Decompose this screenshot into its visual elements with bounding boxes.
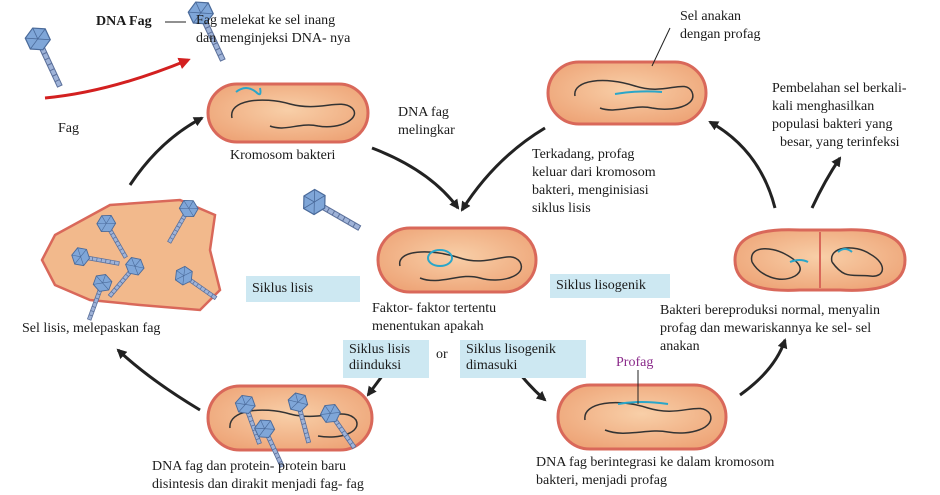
faktor-line1: Faktor- faktor tertentu	[372, 300, 496, 317]
siklus-lisogenik-box: Siklus lisogenik	[550, 274, 670, 298]
pembelahan-line3: populasi bakteri yang	[772, 116, 893, 133]
arrow-cell1-to-center	[372, 148, 458, 208]
siklus-lisogenik-dimasuki-line2: dimasuki	[466, 358, 580, 374]
cell-daughter-prophage	[548, 62, 706, 124]
pembelahan-line1: Pembelahan sel berkali-	[772, 80, 907, 97]
terkadang-line3: bakteri, menginisiasi	[532, 182, 649, 199]
arrow-dividing-to-top-right	[710, 122, 775, 208]
arrow-phage-attaches	[45, 60, 188, 98]
cell-infected-top	[208, 84, 368, 142]
pembelahan-line2: kali menghasilkan	[772, 98, 874, 115]
fag-melekat-line2: dan menginjeksi DNA- nya	[196, 30, 350, 47]
terkadang-line1: Terkadang, profag	[532, 146, 634, 163]
dna-fag-protein-line1: DNA fag dan protein- protein baru	[152, 458, 346, 475]
siklus-lisis-diinduksi-line2: diinduksi	[349, 358, 423, 374]
free-phage-center-icon	[298, 186, 364, 237]
profag-label: Profag	[616, 354, 653, 371]
arrow-bottom-right-to-dividing	[740, 340, 785, 395]
bakteri-bereproduksi-line1: Bakteri bereproduksi normal, menyalin	[660, 302, 880, 319]
dna-fag-melingkar-line1: DNA fag	[398, 104, 449, 121]
cell-dividing	[735, 230, 905, 291]
sel-anakan-line1: Sel anakan	[680, 8, 741, 25]
siklus-lisis-diinduksi-line1: Siklus lisis	[349, 342, 423, 358]
siklus-lisis-diinduksi-box: Siklus lisis diinduksi	[343, 340, 429, 378]
siklus-lisis-box: Siklus lisis	[246, 276, 360, 302]
cell-prophage-integrated	[558, 385, 726, 449]
dna-fag-protein-line2: disintesis dan dirakit menjadi fag- fag	[152, 476, 364, 493]
fag-label: Fag	[58, 120, 79, 137]
arrow-bottom-left-to-lysed	[118, 350, 200, 410]
bakteri-bereproduksi-line3: anakan	[660, 338, 700, 355]
dna-fag-berintegrasi-line1: DNA fag berintegrasi ke dalam kromosom	[536, 454, 774, 471]
terkadang-line4: siklus lisis	[532, 200, 591, 217]
or-label: or	[436, 346, 448, 363]
kromosom-bakteri-label: Kromosom bakteri	[230, 147, 335, 164]
fag-melekat-line1: Fag melekat ke sel inang	[196, 12, 335, 29]
dna-fag-berintegrasi-line2: bakteri, menjadi profag	[536, 472, 667, 489]
sel-anakan-line2: dengan profag	[680, 26, 760, 43]
dna-fag-title: DNA Fag	[96, 13, 152, 30]
faktor-line2: menentukan apakah	[372, 318, 484, 335]
dna-fag-melingkar-line2: melingkar	[398, 122, 455, 139]
arrow-lysed-to-top-cell	[130, 118, 202, 185]
siklus-lisogenik-dimasuki-line1: Siklus lisogenik	[466, 342, 580, 358]
terkadang-line2: keluar dari kromosom	[532, 164, 656, 181]
sel-lisis-label: Sel lisis, melepaskan fag	[22, 320, 160, 337]
siklus-lisogenik-dimasuki-box: Siklus lisogenik dimasuki	[460, 340, 586, 378]
arrow-dividing-to-population	[812, 158, 840, 208]
bakteri-bereproduksi-line2: profag dan mewariskannya ke sel- sel	[660, 320, 871, 337]
free-phage-icon	[23, 23, 70, 90]
sel-anakan-pointer-line	[652, 28, 670, 66]
cell-circular-dna-center	[378, 228, 536, 292]
pembelahan-line4: besar, yang terinfeksi	[780, 134, 900, 151]
